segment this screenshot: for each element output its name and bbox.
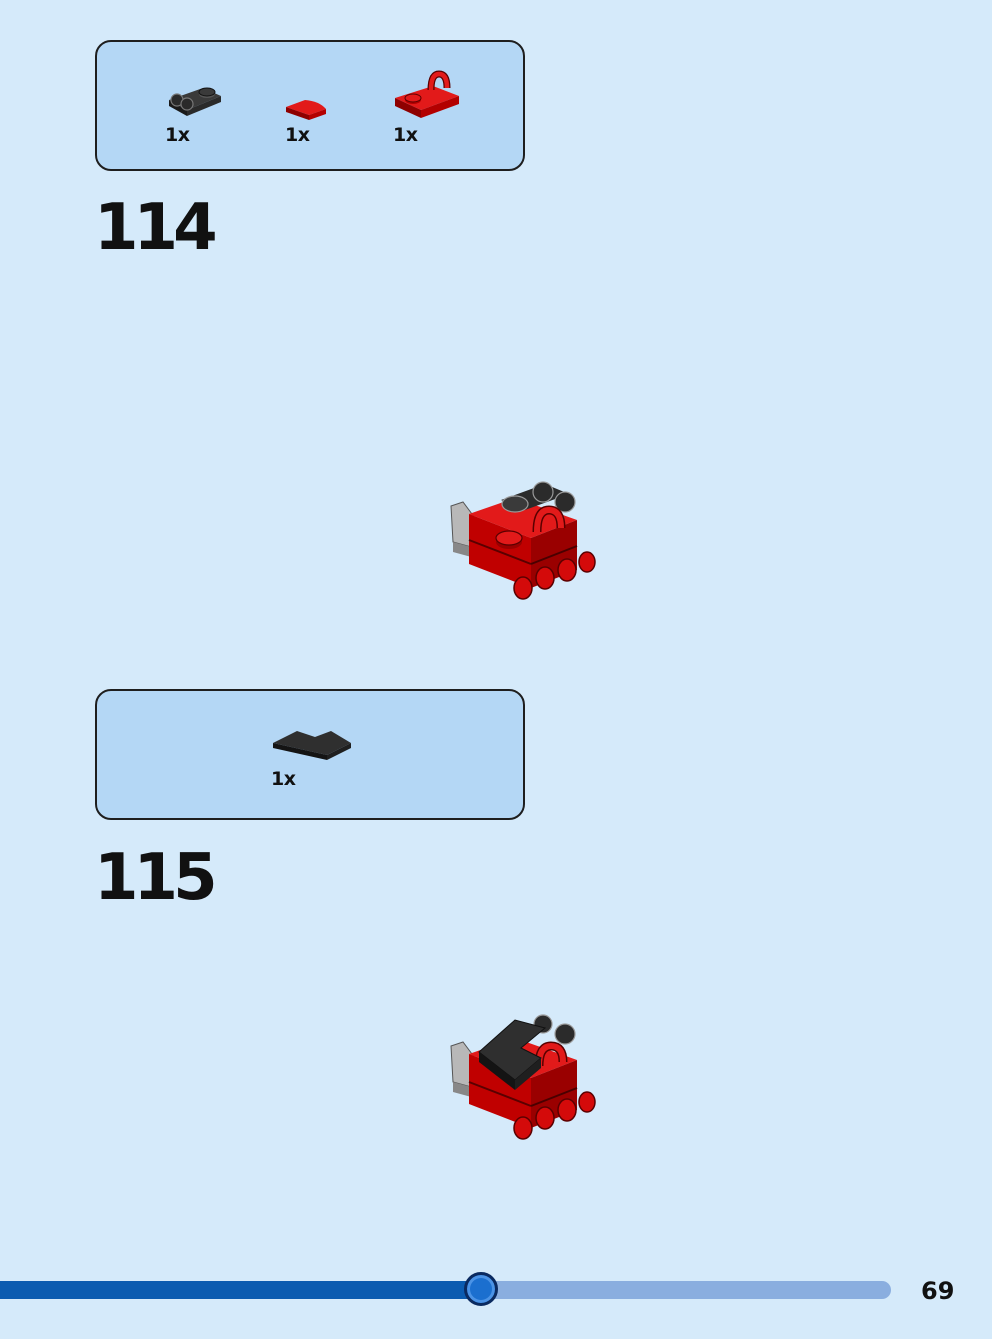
progress-bar — [0, 1272, 891, 1306]
progress-bar-fill — [0, 1281, 481, 1299]
part-quantity: 1x — [271, 768, 296, 790]
page-number: 69 — [921, 1277, 955, 1305]
part-quantity: 1x — [165, 124, 190, 146]
parts-callout-step-115: 1x — [95, 689, 525, 820]
step-number: 115 — [94, 841, 218, 915]
parts-callout-step-114: 1x 1x 1x — [95, 40, 525, 171]
black-wedge-tile-icon — [269, 727, 355, 767]
assembled-model-step-114 — [445, 470, 600, 605]
step-number: 114 — [94, 191, 218, 265]
assembled-model-step-115 — [445, 1010, 600, 1145]
progress-marker-icon — [464, 1272, 498, 1306]
red-quarter-tile-icon — [283, 95, 329, 121]
red-plate-with-clip-icon — [391, 70, 461, 122]
black-plate-with-clips-icon — [163, 80, 223, 120]
part-quantity: 1x — [393, 124, 418, 146]
part-quantity: 1x — [285, 124, 310, 146]
